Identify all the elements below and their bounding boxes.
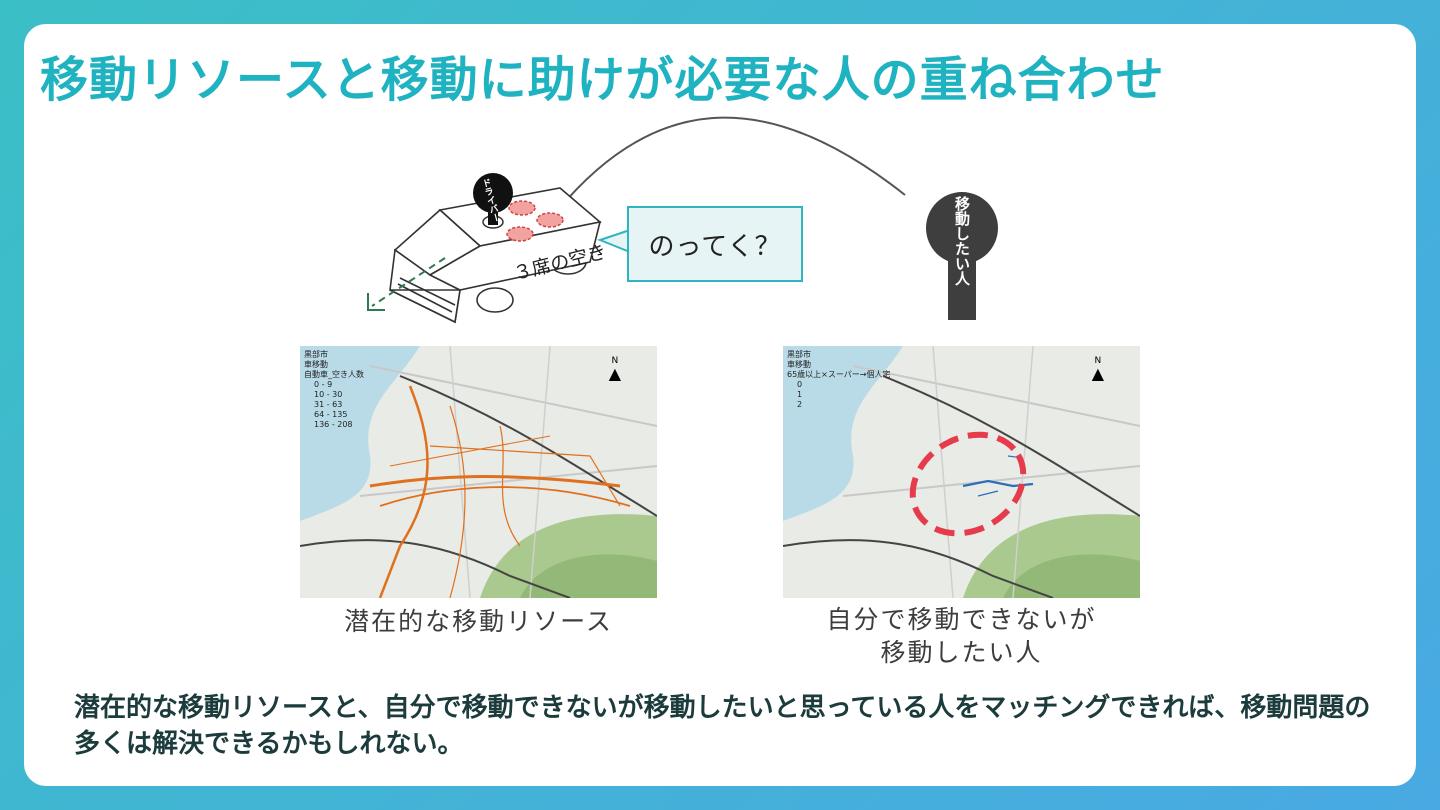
map-right-canvas: [783, 346, 1140, 598]
map-left: 黒部市 車移動 自動車_空き人数 0 - 9 10 - 30 31 - 63 6…: [300, 346, 657, 598]
speech-bubble: のってく？: [627, 206, 803, 282]
map-left-caption: 潜在的な移動リソース: [344, 607, 613, 636]
north-label: N: [611, 356, 619, 366]
map-right-caption-line1: 自分で移動できないが: [826, 605, 1097, 634]
slide-title: 移動リソースと移動に助けが必要な人の重ね合わせ: [40, 52, 1165, 108]
north-arrow-icon: ▲: [608, 364, 621, 383]
map-right-legend: 黒部市 車移動 65歳以上×スーパー→個人宅 0 1 2: [787, 350, 891, 410]
legend-area: 黒部市: [304, 350, 328, 359]
legend-range: 10 - 30: [314, 390, 343, 399]
legend-metric: 65歳以上×スーパー→個人宅: [787, 370, 891, 379]
summary-text: 潜在的な移動リソースと、自分で移動できないが移動したいと思っている人をマッチング…: [74, 693, 1371, 759]
map-left-canvas: [300, 346, 657, 598]
legend-metric: 自動車_空き人数: [304, 370, 364, 379]
north-arrow-icon: ▲: [1091, 364, 1104, 383]
map-right-caption-line2: 移動したい人: [880, 638, 1043, 667]
slide-card: [24, 24, 1416, 786]
legend-area: 黒部市: [787, 350, 811, 359]
legend-range: 31 - 63: [314, 400, 343, 409]
legend-range: 0 - 9: [314, 380, 333, 389]
north-arrow: N ▲: [1092, 356, 1104, 382]
map-left-legend: 黒部市 車移動 自動車_空き人数 0 - 9 10 - 30 31 - 63 6…: [304, 350, 364, 430]
legend-range: 1: [797, 390, 803, 399]
person-label: 移動したい人: [953, 196, 971, 286]
legend-mode: 車移動: [787, 360, 811, 369]
highlight-ellipse: [909, 431, 1027, 537]
legend-mode: 車移動: [304, 360, 328, 369]
map-right: 黒部市 車移動 65歳以上×スーパー→個人宅 0 1 2 N ▲: [783, 346, 1140, 598]
legend-range: 136 - 208: [314, 420, 353, 429]
north-arrow: N ▲: [609, 356, 621, 382]
map-right-caption: 自分で移動できないが 移動したい人: [783, 603, 1140, 669]
legend-range: 64 - 135: [314, 410, 348, 419]
legend-range: 2: [797, 400, 803, 409]
legend-range: 0: [797, 380, 803, 389]
north-label: N: [1094, 356, 1102, 366]
